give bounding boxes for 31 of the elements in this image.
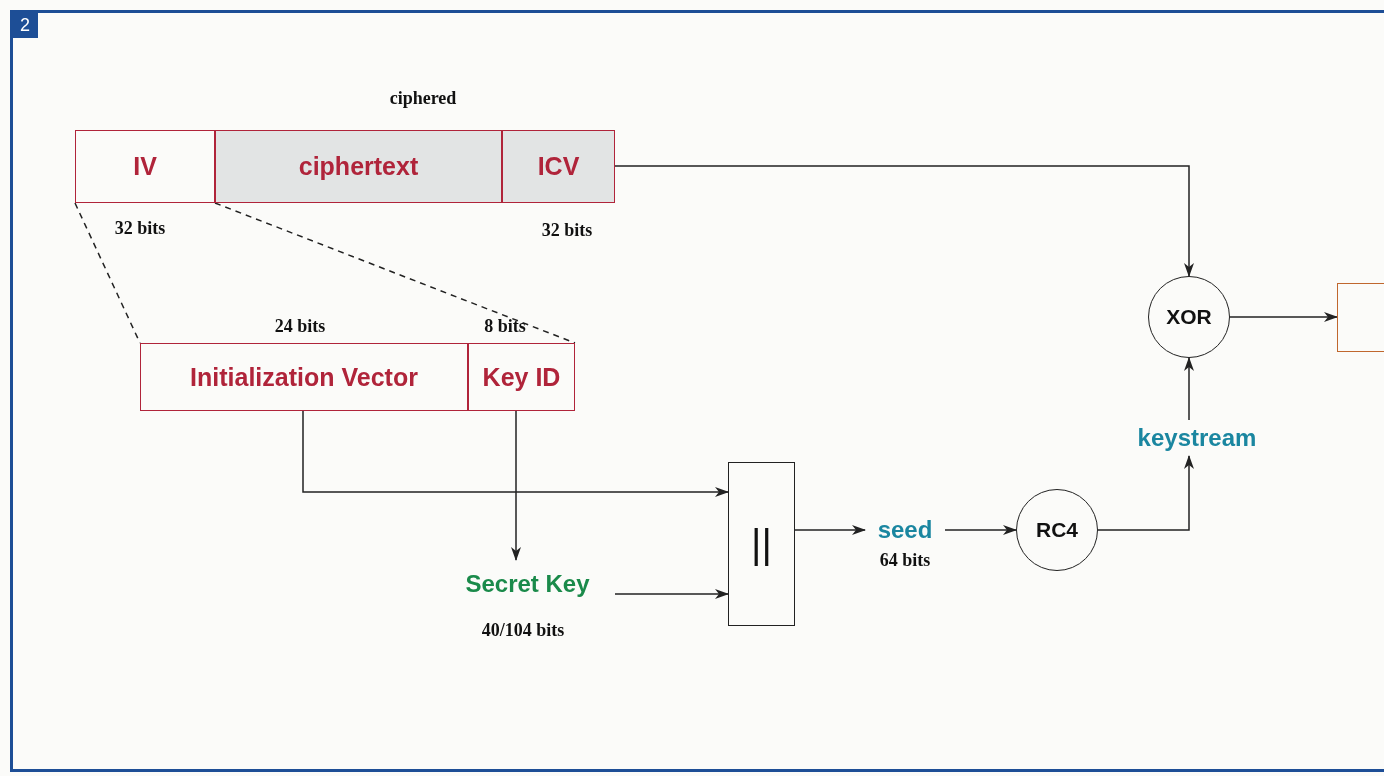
field-box: Initialization Vector xyxy=(140,343,468,411)
bit-width-label: 24 bits xyxy=(274,316,326,337)
dashed-line xyxy=(214,202,576,344)
arrow xyxy=(1097,455,1194,531)
arrow xyxy=(1229,312,1338,322)
figure-number: 2 xyxy=(12,12,38,38)
process-circle: XOR xyxy=(1148,276,1230,358)
signal-label: seed xyxy=(865,512,945,548)
process-circle: RC4 xyxy=(1016,489,1098,571)
arrow xyxy=(511,410,521,561)
bit-width-label: ciphered xyxy=(389,88,457,109)
arrow xyxy=(614,589,729,599)
arrow xyxy=(302,410,729,497)
field-box: Key ID xyxy=(468,343,575,411)
bit-width-label: 32 bits xyxy=(541,220,593,241)
bit-width-label: 8 bits xyxy=(484,316,526,337)
arrow xyxy=(794,525,866,535)
bit-width-label: 64 bits xyxy=(879,550,931,571)
arrow xyxy=(944,525,1017,535)
process-box: || xyxy=(728,462,795,626)
arrow xyxy=(1184,357,1194,421)
output-box xyxy=(1337,283,1384,352)
field-box: IV xyxy=(75,130,215,203)
bit-width-label: 32 bits xyxy=(114,218,166,239)
field-box: ICV xyxy=(502,130,615,203)
field-box: ciphertext xyxy=(215,130,502,203)
signal-label: keystream xyxy=(1120,420,1274,456)
arrow xyxy=(614,165,1194,277)
dashed-line xyxy=(74,202,141,344)
input-label: Secret Key xyxy=(440,560,615,608)
bit-width-label: 40/104 bits xyxy=(481,620,565,641)
